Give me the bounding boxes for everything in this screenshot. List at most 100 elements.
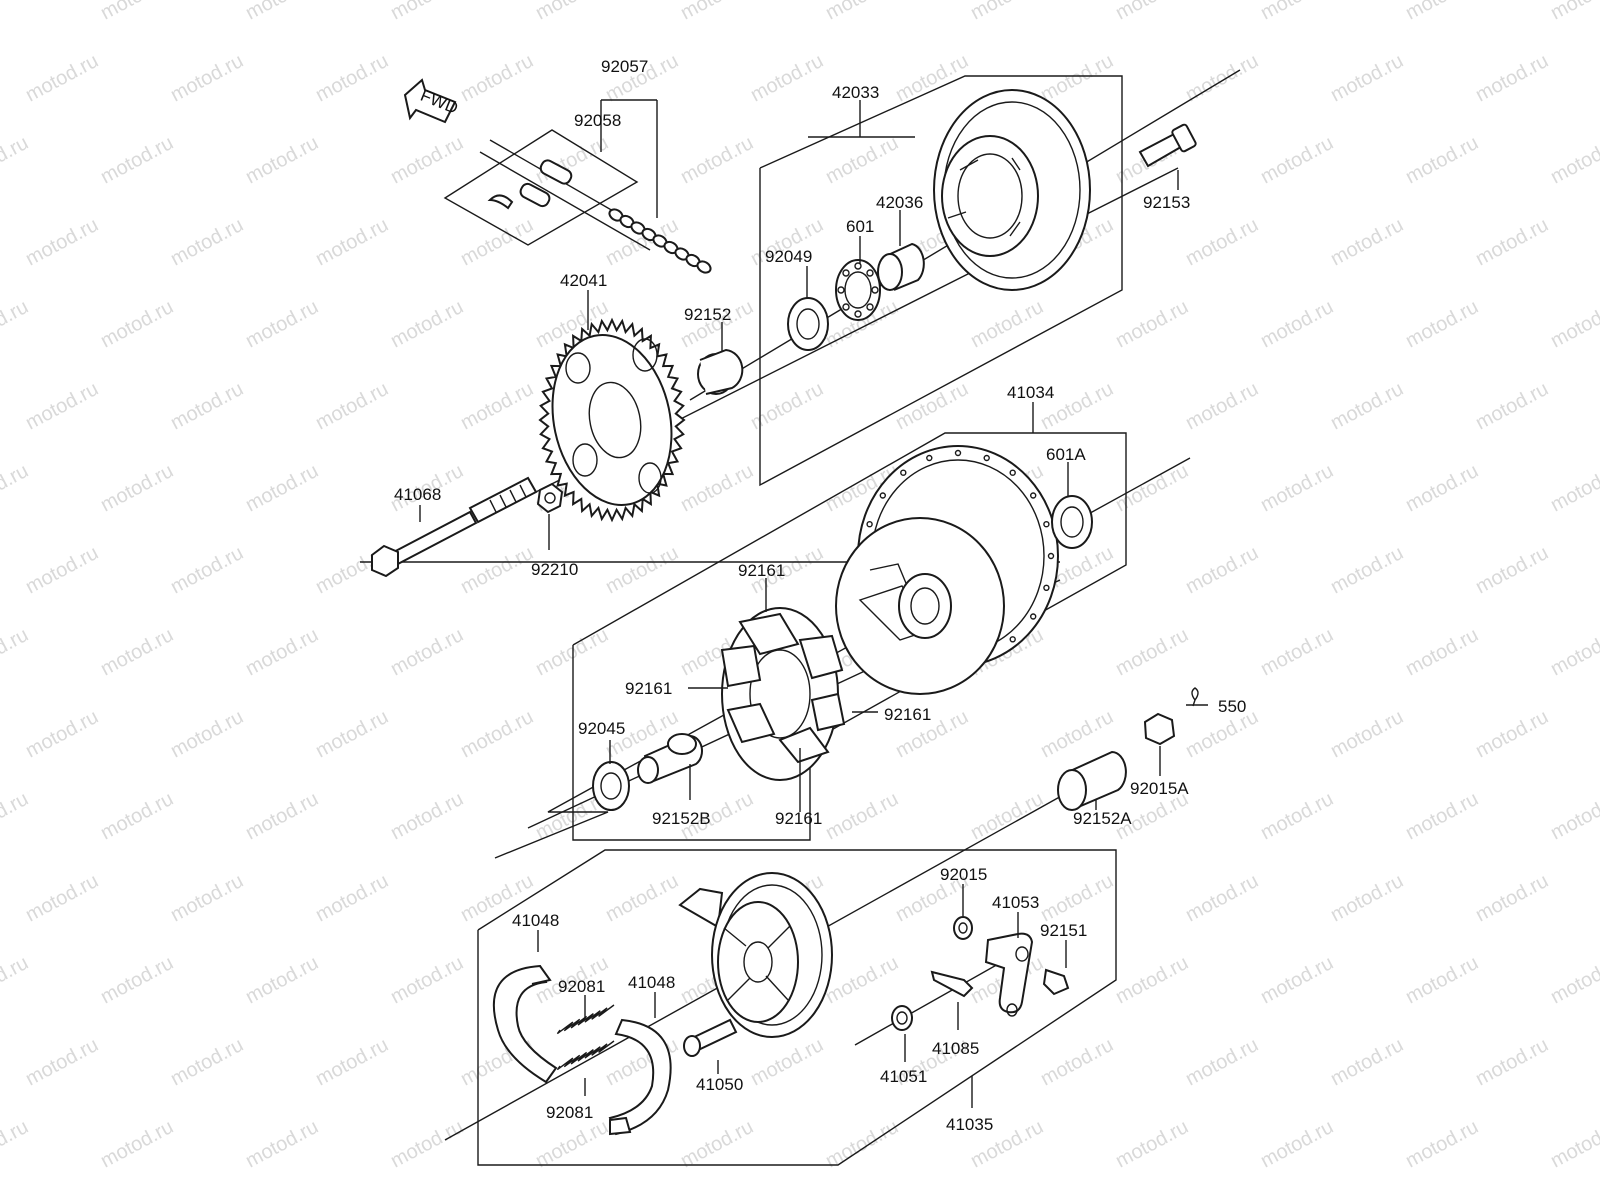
label-92081-bottom: 92081 [546, 1103, 593, 1122]
watermark-text: motod.ru [1472, 1034, 1552, 1090]
watermark-text: motod.ru [167, 1034, 247, 1090]
bearing-ball [842, 269, 850, 277]
watermark-text: motod.ru [1182, 1034, 1262, 1090]
watermark-text: motod.ru [22, 378, 102, 434]
spoke-hole [926, 454, 933, 462]
watermark-text: motod.ru [312, 870, 392, 926]
spoke-hole [1043, 584, 1050, 591]
label-92152B: 92152B [652, 809, 711, 828]
drive-chain-icon [479, 139, 712, 274]
label-601A: 601A [1046, 445, 1086, 464]
label-601: 601 [846, 217, 874, 236]
leader-lines [419, 170, 1208, 1096]
label-41048-right: 41048 [628, 973, 675, 992]
spoke-hole [879, 492, 886, 499]
watermark-text: motod.ru [1547, 132, 1600, 188]
watermark-text: motod.ru [312, 50, 392, 106]
watermark-text: motod.ru [1112, 1116, 1192, 1172]
watermark-text: motod.ru [0, 132, 32, 188]
watermark-text: motod.ru [457, 378, 537, 434]
watermark-text: motod.ru [822, 0, 902, 24]
label-41034: 41034 [1007, 383, 1054, 402]
watermark-text: motod.ru [1257, 296, 1337, 352]
watermark-text: motod.ru [22, 870, 102, 926]
watermark-text: motod.ru [242, 1116, 322, 1172]
brake-arm-icon [891, 916, 1070, 1031]
watermark-text: motod.ru [677, 460, 757, 516]
fwd-arrow-icon: FWD [403, 78, 461, 124]
watermark-text: motod.ru [822, 788, 902, 844]
watermark-text: motod.ru [1037, 706, 1117, 762]
watermark-text: motod.ru [242, 296, 322, 352]
watermark-text: motod.ru [387, 952, 467, 1008]
watermark-text: motod.ru [167, 214, 247, 270]
label-41035: 41035 [946, 1115, 993, 1134]
rear-axle-icon [371, 476, 564, 578]
brake-panel-icon [678, 872, 833, 1057]
label-92081-top: 92081 [558, 977, 605, 996]
watermark-text: motod.ru [167, 50, 247, 106]
watermark-text: motod.ru [677, 132, 757, 188]
watermark-text: motod.ru [22, 50, 102, 106]
watermark-text: motod.ru [892, 378, 972, 434]
watermark-text: motod.ru [22, 214, 102, 270]
label-550: 550 [1218, 697, 1246, 716]
watermark-text: motod.ru [822, 952, 902, 1008]
watermark-text: motod.ru [387, 788, 467, 844]
watermark-text: motod.ru [747, 1034, 827, 1090]
watermark-text: motod.ru [1257, 1116, 1337, 1172]
watermark-text: motod.ru [22, 542, 102, 598]
bearing-ball [837, 286, 845, 294]
watermark-text: motod.ru [387, 624, 467, 680]
label-41068: 41068 [394, 485, 441, 504]
label-92152: 92152 [684, 305, 731, 324]
watermark-text: motod.ru [1402, 132, 1482, 188]
watermark-text: motod.ru [1182, 378, 1262, 434]
watermark-text: motod.ru [97, 788, 177, 844]
watermark-text: motod.ru [532, 0, 612, 24]
watermark-text: motod.ru [167, 870, 247, 926]
label-92161-bottom: 92161 [775, 809, 822, 828]
label-41051: 41051 [880, 1067, 927, 1086]
watermark-text: motod.ru [1547, 296, 1600, 352]
watermark-text: motod.ru [747, 50, 827, 106]
spoke-hole [954, 449, 962, 457]
watermark-text: motod.ru [1257, 460, 1337, 516]
watermark-text: motod.ru [167, 378, 247, 434]
watermark-text: motod.ru [1327, 50, 1407, 106]
label-92015: 92015 [940, 865, 987, 884]
spoke-hole [900, 469, 907, 476]
coupling-parts-icon [697, 89, 1197, 395]
watermark-text: motod.ru [1402, 1116, 1482, 1172]
watermark-text: motod.ru [532, 624, 612, 680]
watermark-text: motod.ru [1257, 952, 1337, 1008]
label-92057: 92057 [601, 57, 648, 76]
watermark-text: motod.ru [532, 1116, 612, 1172]
watermark-text: motod.ru [1112, 0, 1192, 24]
watermark-text: motod.ru [1472, 542, 1552, 598]
watermark-text: motod.ru [1402, 296, 1482, 352]
watermark-text: motod.ru [1547, 624, 1600, 680]
watermark-text: motod.ru [312, 1034, 392, 1090]
watermark-text: motod.ru [312, 214, 392, 270]
watermark-text: motod.ru [1472, 870, 1552, 926]
watermark-text: motod.ru [312, 706, 392, 762]
spoke-hole [1009, 469, 1016, 476]
spoke-hole [866, 521, 873, 528]
label-41048-left: 41048 [512, 911, 559, 930]
spoke-hole [983, 454, 990, 462]
watermark-text: motod.ru [677, 1116, 757, 1172]
watermark-text: motod.ru [457, 542, 537, 598]
watermark-text: motod.ru [167, 542, 247, 598]
watermark-text: motod.ru [1257, 788, 1337, 844]
watermark-text: motod.ru [0, 0, 32, 24]
spoke-hole [1047, 552, 1055, 560]
watermark-text: motod.ru [822, 132, 902, 188]
watermark-text: motod.ru [97, 1116, 177, 1172]
watermark-text: motod.ru [1182, 870, 1262, 926]
watermark-text: motod.ru [22, 706, 102, 762]
watermark-text: motod.ru [0, 788, 32, 844]
label-92152A: 92152A [1073, 809, 1132, 828]
watermark-text: motod.ru [0, 952, 32, 1008]
